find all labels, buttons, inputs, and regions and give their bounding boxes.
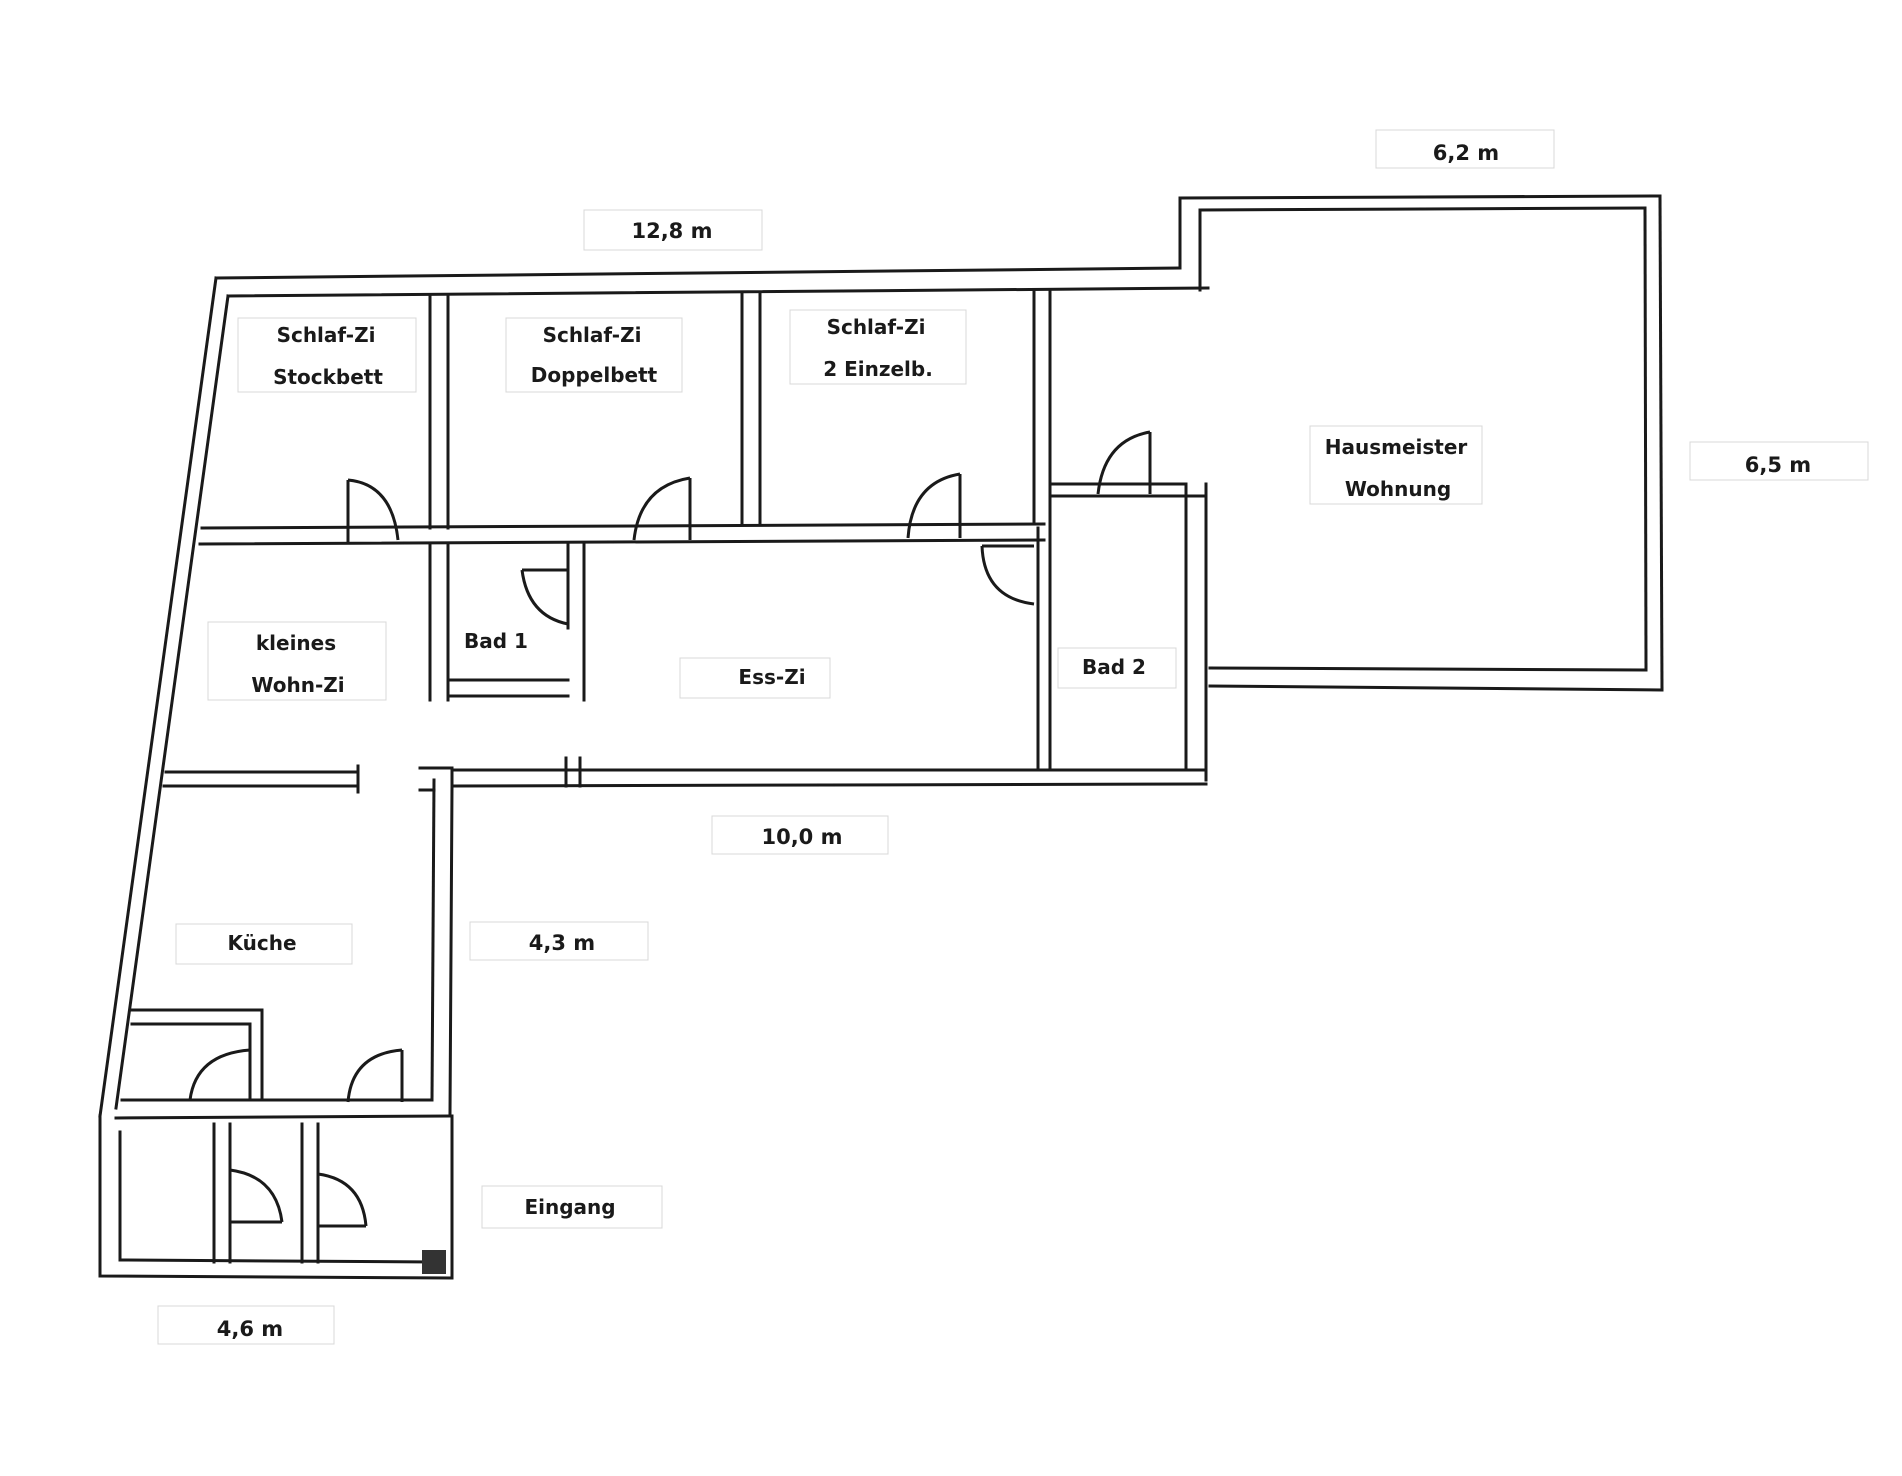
door-eingang-2 [317, 1172, 368, 1228]
door-schlaf-stockbett [346, 478, 400, 542]
room-bad2: Bad 2 [1082, 655, 1146, 679]
room-wohn-zi-title: kleines [256, 631, 336, 655]
room-schlaf-einzelb-title: Schlaf-Zi [827, 315, 926, 339]
door-bad2 [1096, 430, 1152, 495]
door-kueche-1 [188, 1048, 252, 1101]
dimension-labels: 12,8 m 6,2 m 6,5 m 10,0 m 4,3 m 4,6 m [157, 129, 1869, 1345]
room-schlaf-stockbett-subtitle: Stockbett [273, 365, 383, 389]
interior-walls [130, 290, 1208, 1264]
dimension-top-right: 6,2 m [1433, 141, 1499, 165]
room-eingang: Eingang [524, 1195, 615, 1219]
room-wohn-zi-subtitle: Wohn-Zi [251, 673, 344, 697]
door-schlaf-einzelb [906, 472, 962, 539]
dimension-middle: 10,0 m [761, 825, 842, 849]
outer-walls [98, 194, 1664, 1280]
meter-box [422, 1250, 446, 1274]
room-ess-zi: Ess-Zi [738, 665, 805, 689]
dimension-bottom: 4,6 m [217, 1317, 283, 1341]
room-hausmeister-title: Hausmeister [1325, 435, 1468, 459]
dimension-right-side: 6,5 m [1745, 453, 1811, 477]
door-ess-zi [980, 544, 1035, 606]
room-kueche: Küche [227, 931, 296, 955]
doors [188, 430, 1152, 1228]
dimension-kitchen-side: 4,3 m [529, 931, 595, 955]
door-bad1 [520, 568, 569, 626]
room-schlaf-doppelbett-subtitle: Doppelbett [531, 363, 658, 387]
room-bad1: Bad 1 [464, 629, 528, 653]
door-eingang-1 [229, 1168, 284, 1224]
door-schlaf-doppelbett [632, 476, 692, 541]
dimension-top-left: 12,8 m [631, 219, 712, 243]
room-hausmeister-subtitle: Wohnung [1345, 477, 1451, 501]
room-schlaf-stockbett-title: Schlaf-Zi [277, 323, 376, 347]
room-labels: Schlaf-Zi Stockbett Schlaf-Zi Doppelbett… [175, 309, 1483, 1229]
room-schlaf-einzelb-subtitle: 2 Einzelb. [823, 357, 933, 381]
room-schlaf-doppelbett-title: Schlaf-Zi [543, 323, 642, 347]
door-kueche-2 [346, 1048, 404, 1103]
